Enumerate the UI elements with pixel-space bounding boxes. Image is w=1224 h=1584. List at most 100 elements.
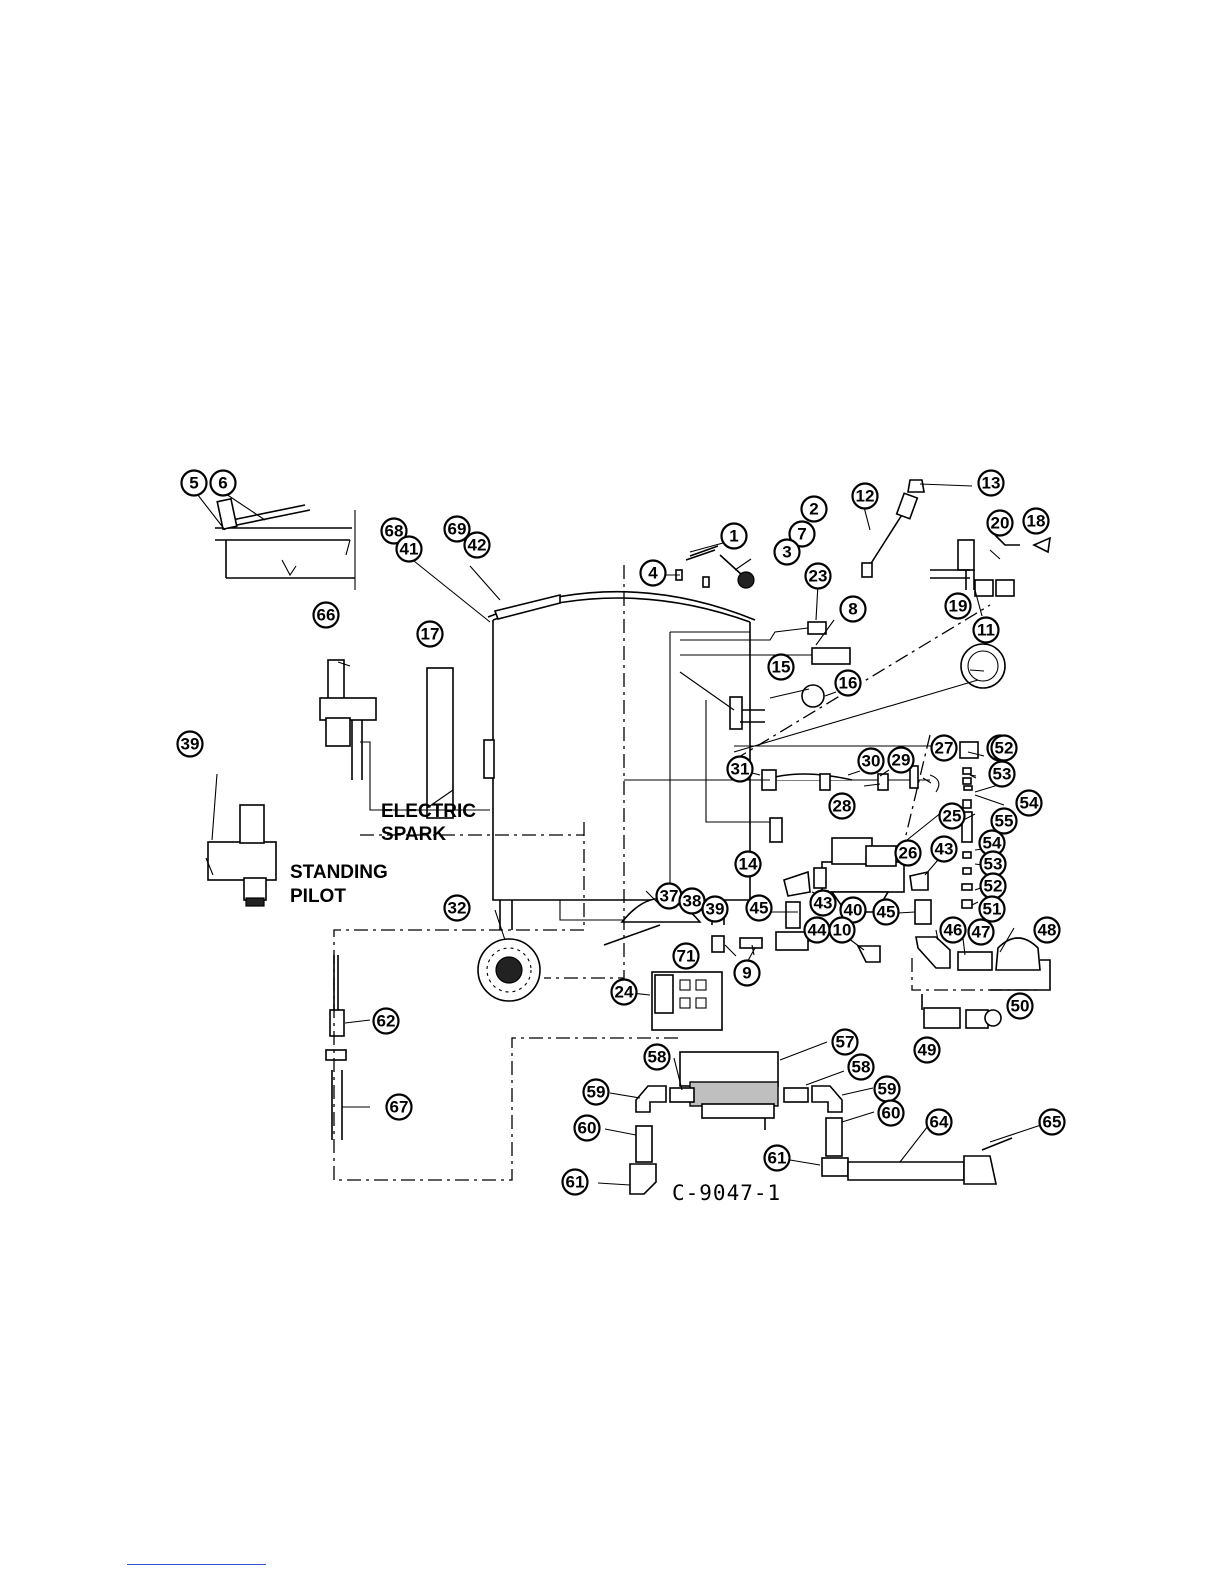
callout-24: 24 [612,980,637,1005]
svg-text:47: 47 [972,923,991,942]
svg-text:43: 43 [935,840,954,859]
callout-37: 37 [657,884,682,909]
callout-71: 71 [674,944,699,969]
kettle-body [484,592,755,930]
callout-58-right: 58 [849,1055,874,1080]
svg-text:4: 4 [648,564,658,583]
callout-61-right: 61 [765,1146,790,1171]
callout-11: 11 [974,618,999,643]
svg-text:40: 40 [844,901,863,920]
callout-10: 10 [830,918,855,943]
svg-text:18: 18 [1027,512,1046,531]
svg-text:58: 58 [648,1048,667,1067]
callout-leaders [194,484,1041,1185]
callout-46: 46 [941,918,966,943]
svg-text:57: 57 [836,1033,855,1052]
callout-13: 13 [979,471,1004,496]
callout-59-left: 59 [584,1080,609,1105]
caption-electric: ELECTRIC [381,801,476,822]
svg-text:53: 53 [993,765,1012,784]
svg-text:50: 50 [1011,997,1030,1016]
control-block-24 [652,972,722,1030]
svg-text:5: 5 [189,474,198,493]
callout-54-upper: 54 [1017,791,1042,816]
callout-41: 41 [397,537,422,562]
callout-45-left: 45 [747,896,772,921]
svg-text:69: 69 [448,520,467,539]
callout-8: 8 [841,597,866,622]
svg-text:1: 1 [729,527,738,546]
callout-14: 14 [736,852,761,877]
callout-59-right: 59 [875,1077,900,1102]
callout-58-left: 58 [645,1045,670,1070]
callout-53-upper: 53 [990,762,1015,787]
svg-text:16: 16 [839,674,858,693]
svg-text:14: 14 [739,855,758,874]
callout-61-left: 61 [563,1170,588,1195]
svg-text:38: 38 [683,892,702,911]
callout-29: 29 [889,748,914,773]
svg-text:32: 32 [448,899,467,918]
callout-66: 66 [314,603,339,628]
svg-text:55: 55 [995,812,1014,831]
svg-text:45: 45 [877,903,896,922]
callout-42: 42 [465,533,490,558]
svg-text:43: 43 [814,894,833,913]
svg-text:29: 29 [892,751,911,770]
pilot-valve-39 [208,805,276,906]
callout-17: 17 [418,622,443,647]
callout-50: 50 [1008,994,1033,1019]
callout-57: 57 [833,1030,858,1055]
svg-text:52: 52 [984,877,1003,896]
svg-text:42: 42 [468,536,487,555]
callout-39-left: 39 [178,732,203,757]
svg-text:20: 20 [991,514,1010,533]
svg-text:68: 68 [385,522,404,541]
drawing-number: C-9047-1 [672,1181,781,1205]
svg-text:53: 53 [984,855,1003,874]
callout-62: 62 [374,1009,399,1034]
svg-text:62: 62 [377,1012,396,1031]
svg-text:28: 28 [833,797,852,816]
footer-rule [127,1564,266,1565]
callout-44: 44 [805,918,830,943]
svg-text:19: 19 [949,597,968,616]
svg-text:39: 39 [181,735,200,754]
callout-30: 30 [859,749,884,774]
callout-60-right: 60 [879,1101,904,1126]
svg-text:9: 9 [742,964,751,983]
callout-43-right: 43 [932,837,957,862]
svg-text:59: 59 [878,1080,897,1099]
svg-text:44: 44 [808,921,827,940]
svg-text:15: 15 [772,658,791,677]
panel-17 [427,668,453,818]
callout-65: 65 [1040,1110,1065,1135]
callout-51-lower: 51 [980,897,1005,922]
svg-text:2: 2 [809,500,818,519]
svg-text:61: 61 [768,1149,787,1168]
callout-2: 2 [802,497,827,522]
svg-text:25: 25 [943,807,962,826]
callout-49: 49 [915,1038,940,1063]
callout-43-left: 43 [811,891,836,916]
callout-31: 31 [728,757,753,782]
svg-text:51: 51 [983,900,1002,919]
callout-52-lower: 52 [981,874,1006,899]
callout-15: 15 [769,655,794,680]
svg-text:39: 39 [706,900,725,919]
callout-39-right: 39 [703,897,728,922]
callout-64: 64 [927,1110,952,1135]
callout-20: 20 [988,511,1013,536]
svg-text:64: 64 [930,1113,949,1132]
callout-18: 18 [1024,509,1049,534]
svg-text:27: 27 [935,739,954,758]
svg-text:12: 12 [856,487,875,506]
callout-bubbles: 5 6 68 41 69 42 1 2 7 3 4 12 13 20 18 23… [178,471,1065,1195]
svg-text:60: 60 [882,1104,901,1123]
svg-text:11: 11 [977,621,995,640]
callout-47: 47 [969,920,994,945]
lid-hinge-inset [215,499,355,590]
svg-text:6: 6 [218,474,227,493]
caption-standing: STANDING [290,862,388,883]
